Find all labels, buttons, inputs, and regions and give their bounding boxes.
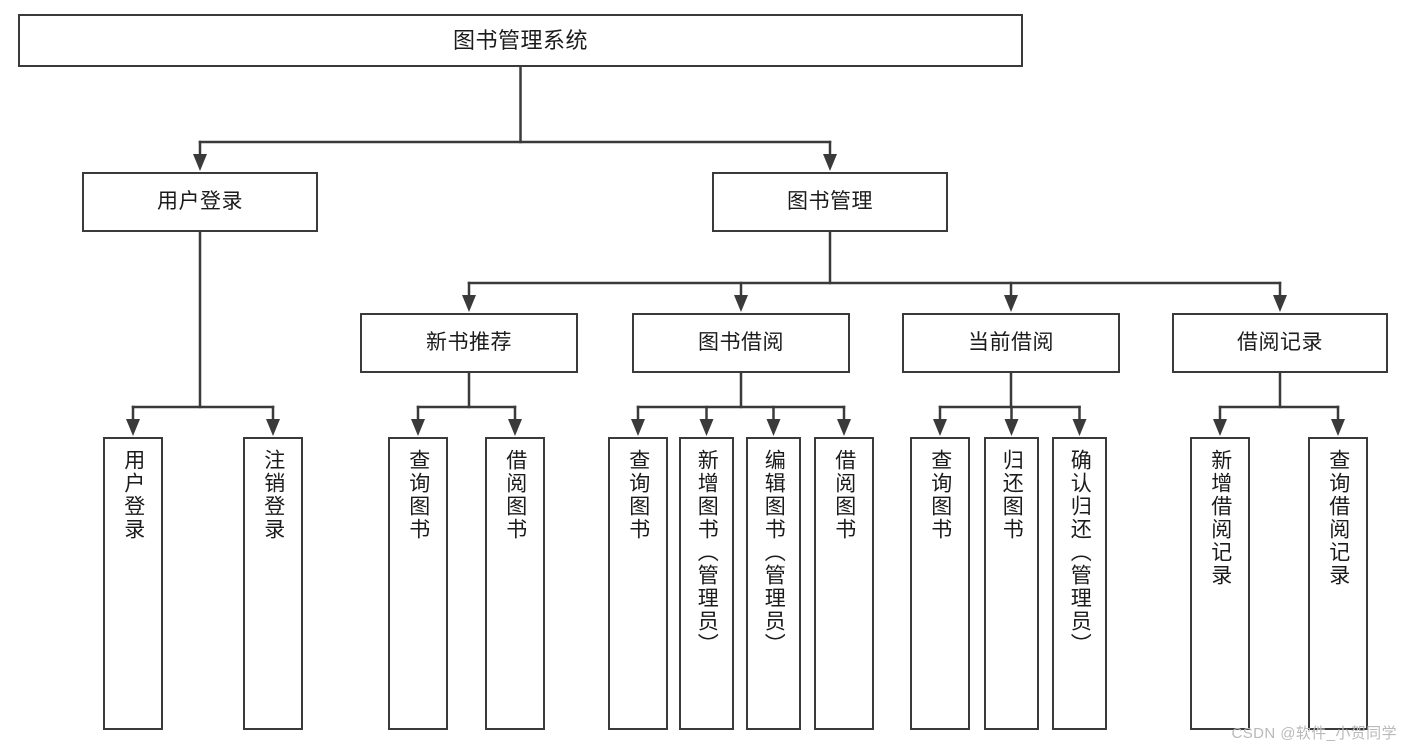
node-label: 图书借阅 [698, 330, 784, 354]
node-leaf-borrow-book[interactable]: 借阅图书 [814, 437, 874, 730]
node-current-borrow[interactable]: 当前借阅 [902, 313, 1120, 373]
node-label: 查询借阅记录 [1326, 449, 1350, 587]
node-leaf-query-borrow-record[interactable]: 查询借阅记录 [1308, 437, 1368, 730]
node-leaf-query-book-borrow[interactable]: 查询图书 [608, 437, 668, 730]
node-leaf-borrow-book-recommend[interactable]: 借阅图书 [485, 437, 545, 730]
node-leaf-add-book-admin[interactable]: 新增图书（管理员） [679, 437, 734, 730]
node-label: 查询图书 [928, 449, 952, 541]
node-leaf-query-book-recommend[interactable]: 查询图书 [388, 437, 448, 730]
node-leaf-query-book-current[interactable]: 查询图书 [910, 437, 970, 730]
node-book-management[interactable]: 图书管理 [712, 172, 948, 232]
node-label: 新增借阅记录 [1208, 449, 1232, 587]
node-label: 归还图书 [1000, 449, 1024, 541]
node-label: 查询图书 [406, 449, 430, 541]
node-leaf-edit-book-admin[interactable]: 编辑图书（管理员） [746, 437, 801, 730]
node-leaf-confirm-return-admin[interactable]: 确认归还（管理员） [1052, 437, 1107, 730]
node-label: 注销登录 [261, 449, 285, 541]
node-leaf-return-book[interactable]: 归还图书 [984, 437, 1039, 730]
node-label: 当前借阅 [968, 330, 1054, 354]
node-label: 借阅图书 [832, 449, 856, 541]
node-label: 图书管理系统 [452, 27, 588, 53]
node-user-login[interactable]: 用户登录 [82, 172, 318, 232]
node-label: 新增图书（管理员） [695, 449, 719, 656]
node-book-borrow[interactable]: 图书借阅 [632, 313, 850, 373]
node-label: 用户登录 [157, 189, 243, 213]
node-label: 借阅图书 [503, 449, 527, 541]
node-label: 确认归还（管理员） [1068, 449, 1092, 656]
node-label: 用户登录 [121, 449, 145, 541]
watermark: CSDN @软件_小贺同学 [1231, 725, 1397, 742]
node-label: 图书管理 [787, 189, 873, 213]
node-label: 新书推荐 [426, 330, 512, 354]
node-label: 查询图书 [626, 449, 650, 541]
node-borrow-record[interactable]: 借阅记录 [1172, 313, 1388, 373]
node-new-book-recommend[interactable]: 新书推荐 [360, 313, 578, 373]
node-leaf-user-login[interactable]: 用户登录 [103, 437, 163, 730]
node-leaf-logout[interactable]: 注销登录 [243, 437, 303, 730]
node-label: 编辑图书（管理员） [762, 449, 786, 656]
node-root-book-management-system[interactable]: 图书管理系统 [18, 14, 1023, 67]
node-label: 借阅记录 [1237, 330, 1323, 354]
node-leaf-add-borrow-record[interactable]: 新增借阅记录 [1190, 437, 1250, 730]
